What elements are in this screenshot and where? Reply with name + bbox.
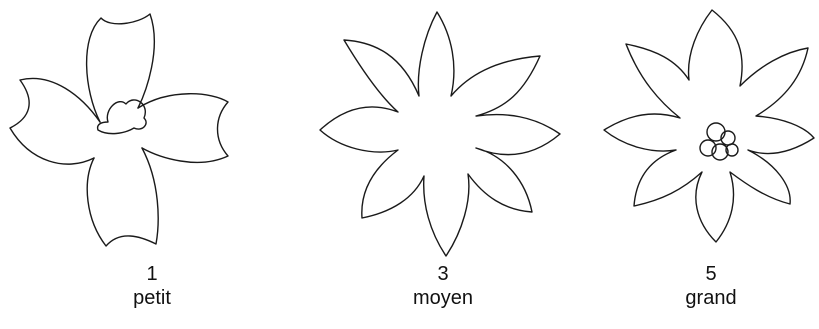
flower-size-label: moyen — [383, 286, 503, 310]
flower-medium-petals — [320, 12, 560, 256]
flower-size-label: petit — [92, 286, 212, 310]
flower-number: 5 — [651, 262, 771, 286]
flower-large-center — [700, 123, 738, 160]
flower-large-drawing — [604, 10, 814, 242]
flower-medium-drawing — [320, 12, 560, 256]
flower-number: 1 — [92, 262, 212, 286]
flower-caption-large: 5 grand — [651, 262, 771, 310]
flower-small-drawing — [10, 14, 228, 246]
flower-number: 3 — [383, 262, 503, 286]
flower-caption-medium: 3 moyen — [383, 262, 503, 310]
flower-size-label: grand — [651, 286, 771, 310]
flower-small-petals — [10, 14, 228, 246]
flower-caption-small: 1 petit — [92, 262, 212, 310]
